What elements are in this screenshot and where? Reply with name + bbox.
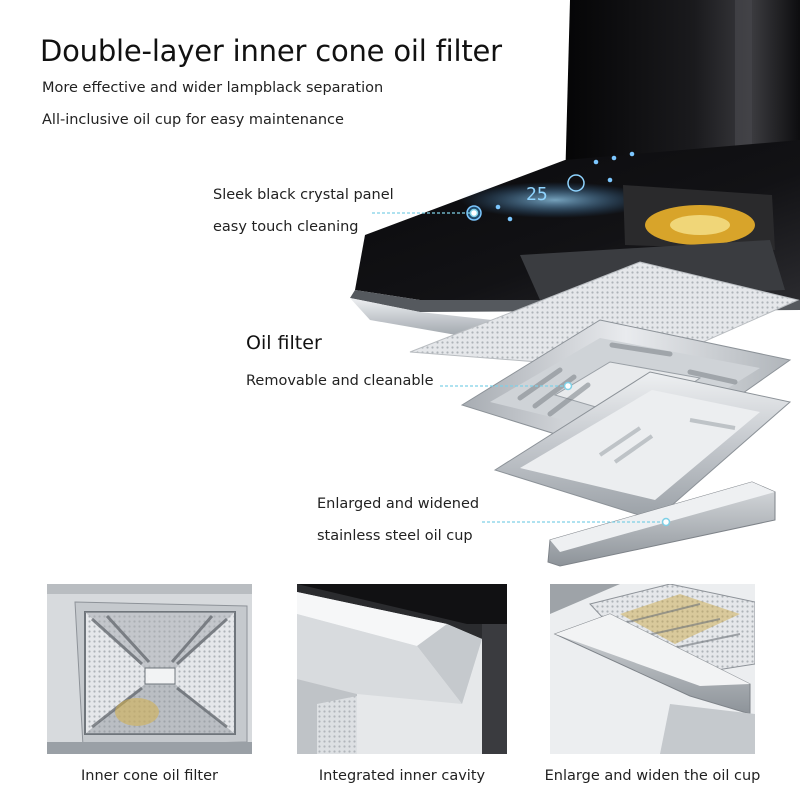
filter-callout-sub: Removable and cleanable	[246, 373, 434, 389]
control-display: 25	[460, 151, 650, 222]
leader-dot-icon	[563, 381, 573, 391]
headline-subtitle-1: More effective and wider lampblack separ…	[42, 80, 384, 96]
callout-leaders	[372, 212, 664, 523]
leader-dot-icon	[469, 208, 479, 218]
thumbnail-caption: Enlarge and widen the oil cup	[544, 768, 761, 784]
oil-cup	[547, 481, 776, 567]
leader-dot-icon	[661, 517, 671, 527]
thumbnail-caption: Inner cone oil filter	[81, 768, 218, 784]
headline-title: Double-layer inner cone oil filter	[40, 34, 502, 68]
thumbnail-caption: Integrated inner cavity	[318, 768, 486, 784]
thumbnail-inner-cavity	[297, 584, 507, 754]
headline-subtitle-2: All-inclusive oil cup for easy maintenan…	[42, 112, 344, 128]
thumbnail-inner-cone-filter	[47, 584, 252, 754]
display-readout: 25	[526, 184, 548, 205]
panel-callout-line-2: easy touch cleaning	[213, 219, 359, 235]
range-hood-illustration: 25	[350, 0, 800, 567]
panel-callout-line-1: Sleek black crystal panel	[213, 187, 394, 203]
filter-callout-title: Oil filter	[246, 332, 322, 354]
thumbnail-oil-cup	[550, 584, 755, 754]
cup-callout-line-1: Enlarged and widened	[317, 496, 480, 512]
cup-callout-line-2: stainless steel oil cup	[317, 528, 473, 544]
